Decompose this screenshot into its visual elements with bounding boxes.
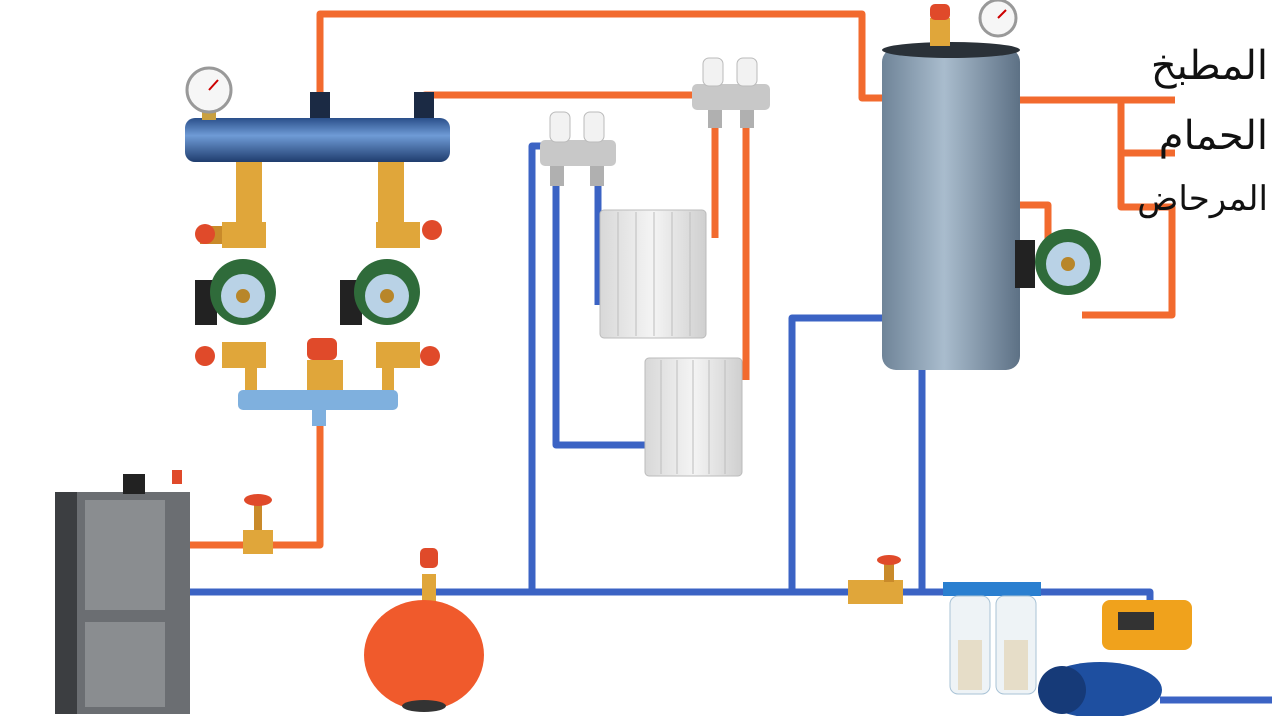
safety-valve-icon [307, 338, 337, 360]
hot-pipe-branch [1082, 100, 1176, 319]
hot-pipe-tank-supply [316, 10, 898, 102]
main-line-valve [848, 555, 903, 604]
safety-valve-icon [420, 548, 438, 568]
hot-water-storage-tank [882, 0, 1020, 370]
hot-pipe-boiler [190, 410, 324, 549]
outlet-label-toilet: المرحاض [1137, 179, 1268, 219]
valve-handle-icon [195, 346, 215, 366]
solid-fuel-boiler [55, 470, 190, 714]
valve-handle-icon [420, 346, 440, 366]
cold-pipe-return-riser [528, 142, 545, 592]
radiator-upper [599, 209, 707, 339]
valve-handle-icon [877, 555, 901, 565]
valve-handle-icon [195, 224, 215, 244]
booster-pump [1038, 600, 1192, 716]
valve-handle-icon [244, 494, 272, 506]
water-filters [943, 582, 1041, 695]
safety-valve-icon [930, 4, 950, 20]
distribution-manifold [185, 66, 450, 162]
radiator-valve-manifold-left [540, 111, 616, 186]
hot-pipe-radiator-supply [421, 91, 692, 100]
cold-pipe-tank-inlet [788, 314, 895, 592]
valve-handle-icon [422, 220, 442, 240]
pump-group-right [340, 162, 442, 392]
cold-pipe-radiator-2-return [552, 180, 645, 449]
recirculation-pump [1015, 229, 1101, 295]
pump-group-left [195, 162, 276, 392]
radiator-lower [644, 357, 743, 477]
return-collector [238, 338, 398, 426]
boiler-gate-valve [243, 494, 273, 554]
radiator-valve-manifold-right [692, 57, 770, 128]
outlet-label-bathroom: الحمام [1158, 113, 1268, 159]
outlet-label-kitchen: المطبخ [1150, 43, 1268, 89]
expansion-vessel [364, 548, 484, 712]
